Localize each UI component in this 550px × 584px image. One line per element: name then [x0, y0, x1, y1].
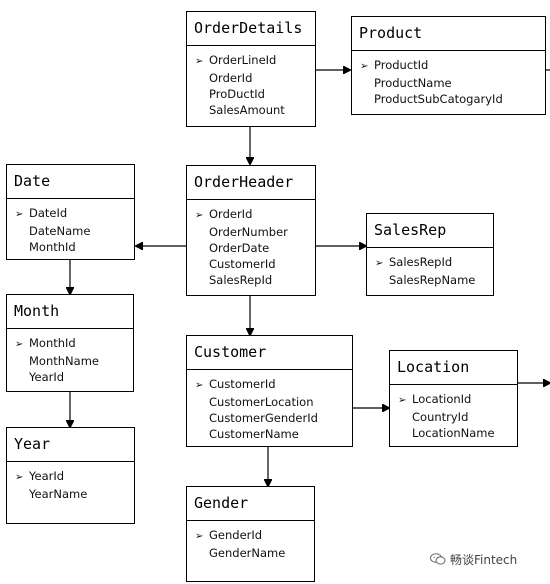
key-marker-icon: ➢ [195, 56, 204, 67]
entity-gender[interactable]: Gender ➢GenderId GenderName [186, 486, 315, 582]
entity-product[interactable]: Product ➢ProductId ProductName ProductSu… [351, 16, 546, 115]
wechat-icon [430, 553, 446, 565]
entity-customer[interactable]: Customer ➢CustomerId CustomerLocation Cu… [186, 335, 353, 447]
field-list: ➢LocationId CountryId LocationName [390, 385, 517, 441]
field: SalesRepName [389, 273, 476, 287]
entity-location[interactable]: Location ➢LocationId CountryId LocationN… [389, 350, 518, 447]
field: ProductName [374, 76, 452, 90]
field: CustomerLocation [209, 395, 314, 409]
field: ProductSubCatogaryId [374, 92, 503, 106]
field: SalesAmount [209, 103, 285, 117]
field-list: ➢DateId DateName MonthId [7, 199, 134, 255]
entity-title: OrderHeader [187, 166, 315, 200]
entity-title: Gender [187, 487, 314, 521]
entity-year[interactable]: Year ➢YearId YearName [6, 427, 135, 524]
field-list: ➢OrderLineId OrderId ProDuctId SalesAmou… [187, 46, 315, 118]
key-marker-icon: ➢ [398, 395, 407, 406]
entity-title: SalesRep [367, 214, 493, 248]
entity-salesrep[interactable]: SalesRep ➢SalesRepId SalesRepName [366, 213, 494, 296]
field-key: ➢ProductId [360, 57, 545, 75]
field-key: ➢CustomerId [195, 376, 352, 394]
field: LocationName [412, 426, 495, 440]
field-key: ➢YearId [15, 468, 134, 486]
field: YearName [29, 487, 88, 501]
field: OrderDate [209, 241, 270, 255]
watermark-text: 畅谈Fintech [450, 553, 518, 567]
key-marker-icon: ➢ [15, 339, 24, 350]
field-list: ➢MonthId MonthName YearId [7, 329, 133, 385]
field: CustomerId [209, 257, 276, 271]
field-list: ➢SalesRepId SalesRepName [367, 248, 493, 288]
field-list: ➢YearId YearName [7, 462, 134, 502]
entity-title: OrderDetails [187, 12, 315, 46]
field-list: ➢GenderId GenderName [187, 521, 314, 561]
field-list: ➢OrderId OrderNumber OrderDate CustomerI… [187, 200, 315, 288]
field: OrderNumber [209, 225, 288, 239]
entity-date[interactable]: Date ➢DateId DateName MonthId [6, 164, 135, 260]
field: MonthName [29, 354, 99, 368]
key-marker-icon: ➢ [15, 472, 24, 483]
field-key: ➢OrderId [195, 206, 315, 224]
field: SalesRepId [209, 273, 273, 287]
entity-title: Location [390, 351, 517, 385]
field-key: ➢DateId [15, 205, 134, 223]
entity-orderheader[interactable]: OrderHeader ➢OrderId OrderNumber OrderDa… [186, 165, 316, 296]
key-marker-icon: ➢ [195, 210, 204, 221]
field: OrderId [209, 71, 253, 85]
key-marker-icon: ➢ [15, 209, 24, 220]
field-key: ➢GenderId [195, 527, 314, 545]
entity-title: Month [7, 295, 133, 329]
field: CustomerName [209, 427, 299, 441]
field: DateName [29, 224, 91, 238]
watermark: 畅谈Fintech [430, 551, 517, 568]
entity-title: Product [352, 17, 545, 51]
field: YearId [29, 370, 65, 384]
field-list: ➢CustomerId CustomerLocation CustomerGen… [187, 370, 352, 442]
field-key: ➢LocationId [398, 391, 517, 409]
field-list: ➢ProductId ProductName ProductSubCatogar… [352, 51, 545, 107]
field: CountryId [412, 410, 469, 424]
key-marker-icon: ➢ [195, 380, 204, 391]
field-key: ➢OrderLineId [195, 52, 315, 70]
entity-orderdetails[interactable]: OrderDetails ➢OrderLineId OrderId ProDuc… [186, 11, 316, 127]
key-marker-icon: ➢ [195, 531, 204, 542]
key-marker-icon: ➢ [375, 258, 384, 269]
entity-title: Year [7, 428, 134, 462]
field: ProDuctId [209, 87, 265, 101]
key-marker-icon: ➢ [360, 61, 369, 72]
entity-month[interactable]: Month ➢MonthId MonthName YearId [6, 294, 134, 392]
field-key: ➢MonthId [15, 335, 133, 353]
field-key: ➢SalesRepId [375, 254, 493, 272]
field: MonthId [29, 240, 76, 254]
entity-title: Date [7, 165, 134, 199]
entity-title: Customer [187, 336, 352, 370]
field: CustomerGenderId [209, 411, 318, 425]
field: GenderName [209, 546, 286, 560]
